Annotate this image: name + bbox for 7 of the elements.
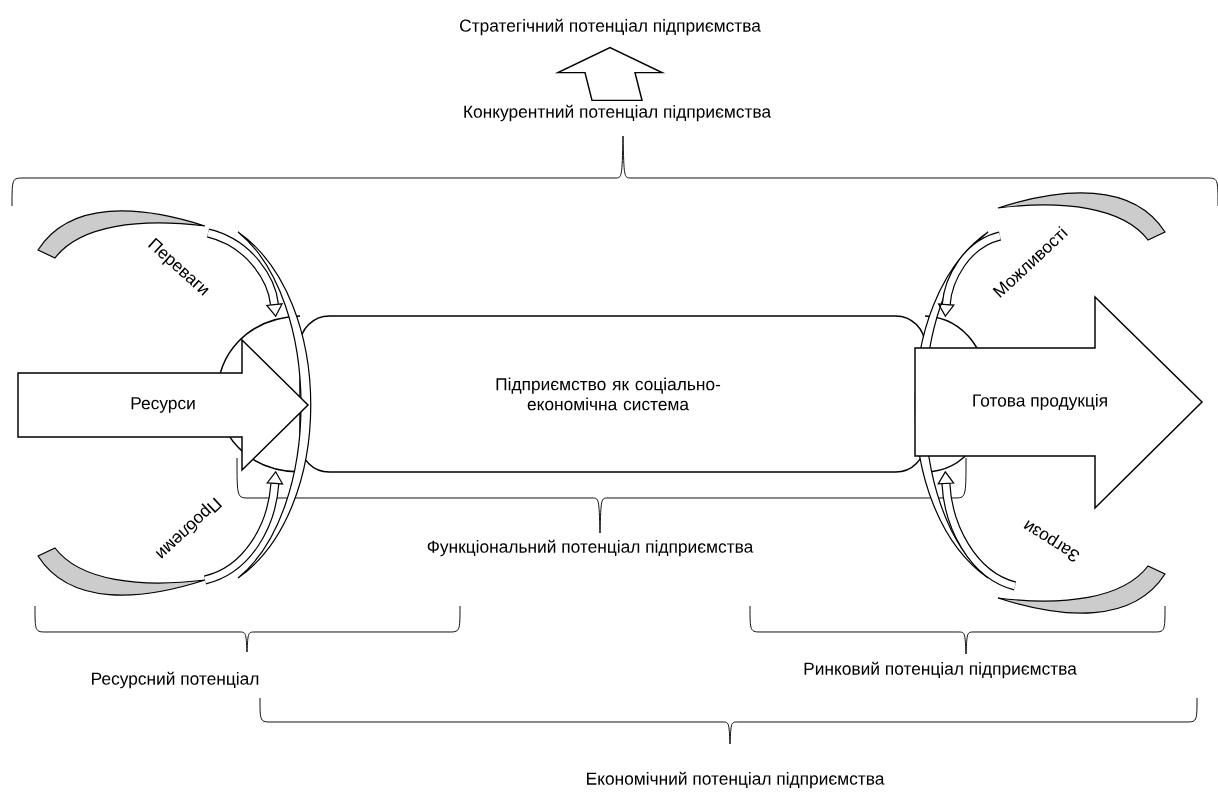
brace-label: Функціональний потенціал підприємства bbox=[427, 539, 754, 557]
brace-label: Ресурсний потенціал bbox=[92, 671, 259, 689]
block-arrow bbox=[554, 46, 666, 102]
node-text: Конкурентний потенціал підприємства bbox=[464, 104, 772, 122]
node-text: Стратегічний потенціал підприємства bbox=[460, 18, 761, 36]
brace-label: Економічний потенціал підприємства bbox=[587, 771, 885, 789]
brace-label: Ринковий потенціал підприємства bbox=[804, 661, 1077, 679]
